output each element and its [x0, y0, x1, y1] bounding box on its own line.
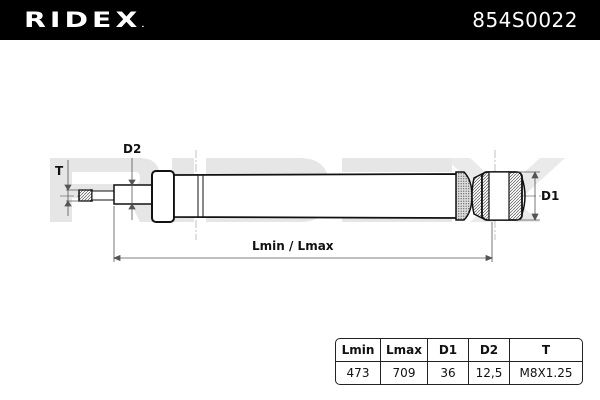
specs-table: Lmin Lmax D1 D2 T 473 709 36 12,5 M8X1.2… — [335, 338, 583, 385]
value-lmin: 473 — [336, 362, 381, 384]
thread-end — [78, 189, 115, 202]
value-d2: 12,5 — [469, 362, 510, 384]
label-d1: D1 — [541, 189, 560, 203]
brand-name: RIDEX — [24, 8, 142, 32]
header-t: T — [510, 339, 582, 362]
specs-header-row: Lmin Lmax D1 D2 T — [336, 339, 582, 362]
value-t: M8X1.25 — [519, 366, 573, 380]
header-d2: D2 — [469, 339, 510, 362]
brand-logo: RIDEX. — [24, 8, 145, 32]
header-lmax: Lmax — [381, 339, 428, 362]
part-number: 854S0022 — [472, 8, 578, 32]
body-tube — [173, 173, 461, 219]
knurled-end — [455, 171, 473, 221]
piston-rod — [113, 184, 155, 205]
header-bar: RIDEX. 854S0022 — [0, 0, 600, 40]
value-lmax: 709 — [381, 362, 428, 384]
mounting-eye — [471, 171, 526, 221]
dimension-length — [112, 206, 494, 262]
rod-collar — [151, 170, 175, 223]
dimension-d2 — [128, 158, 136, 220]
header-d1: D1 — [428, 339, 469, 362]
value-d1: 36 — [428, 362, 469, 384]
dimension-d1 — [516, 171, 540, 221]
dimension-t — [64, 160, 90, 216]
shock-absorber-diagram — [50, 150, 565, 262]
specs-value-row: 473 709 36 12,5 M8X1.25 — [336, 362, 582, 384]
label-t: T — [55, 164, 64, 178]
header-lmin: Lmin — [336, 339, 381, 362]
label-length: Lmin / Lmax — [252, 239, 334, 253]
label-d2: D2 — [123, 142, 142, 156]
